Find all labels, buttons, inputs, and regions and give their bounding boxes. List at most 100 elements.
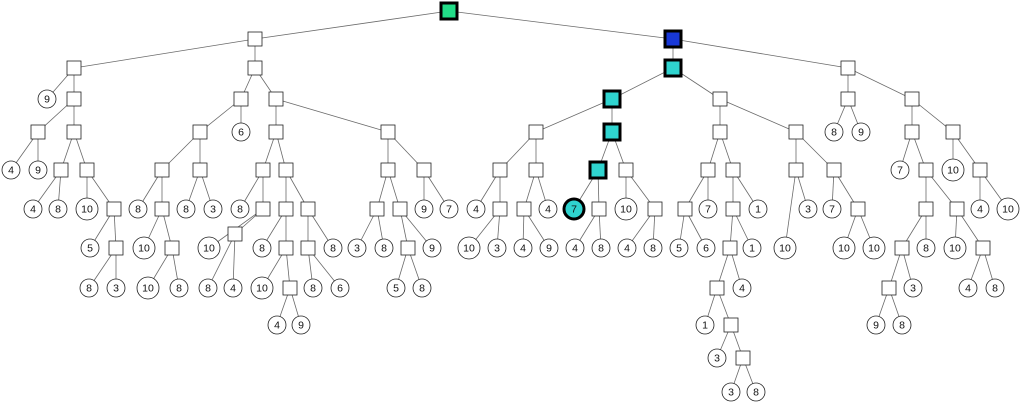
circle-shape [230, 199, 250, 219]
square-shape [268, 91, 284, 107]
leaf-node: 3 [707, 348, 727, 368]
circle-shape [890, 160, 910, 180]
leaf-node: 4 [732, 278, 752, 298]
internal-node [850, 201, 866, 217]
square-shape [894, 240, 910, 256]
square-shape [722, 240, 738, 256]
leaf-node: 8 [824, 122, 844, 142]
leaf-value: 3 [494, 243, 500, 255]
internal-node [400, 240, 416, 256]
internal-node [154, 162, 170, 178]
leaf-node: 9 [414, 199, 434, 219]
square-shape [255, 201, 271, 217]
internal-node [369, 201, 385, 217]
leaf-node: 1 [748, 199, 768, 219]
leaf-value: 4 [624, 243, 630, 255]
leaf-node: 8 [198, 278, 218, 298]
leaf-value: 9 [421, 204, 427, 216]
highlighted-square-shape [602, 122, 622, 142]
internal-node [904, 91, 920, 107]
path-node [602, 89, 622, 109]
internal-node [247, 60, 263, 76]
leaf-value: 7 [571, 204, 577, 216]
internal-node [492, 201, 508, 217]
leaf-value: 7 [897, 165, 903, 177]
circle-shape [37, 89, 57, 109]
leaf-node: 8 [374, 238, 394, 258]
internal-node [255, 201, 271, 217]
leaf-node: 10 [943, 236, 967, 260]
square-shape [108, 240, 124, 256]
tree-edge [672, 38, 849, 69]
circle-shape [198, 278, 218, 298]
leaf-value: 3 [354, 243, 360, 255]
leaf-node: 4 [23, 199, 43, 219]
leaf-node: 9 [422, 238, 442, 258]
square-shape [788, 124, 804, 140]
highlighted-square-shape [602, 89, 622, 109]
circle-shape [941, 158, 965, 182]
leaf-node: 5 [669, 238, 689, 258]
leaf-value: 3 [910, 283, 916, 295]
internal-node [233, 91, 249, 107]
leaf-value: 4 [8, 165, 14, 177]
leaf-node: 8 [985, 278, 1005, 298]
leaf-value: 6 [238, 127, 244, 139]
square-shape [840, 60, 856, 76]
leaf-node: 8 [643, 238, 663, 258]
leaf-value: 8 [86, 283, 92, 295]
root-node [439, 1, 459, 21]
internal-node [268, 124, 284, 140]
leaf-value: 7 [705, 204, 711, 216]
circle-shape [824, 122, 844, 142]
leaf-value: 8 [310, 283, 316, 295]
internal-node [79, 162, 95, 178]
internal-node [268, 91, 284, 107]
internal-node [712, 124, 728, 140]
leaf-node: 8 [79, 278, 99, 298]
circle-shape [231, 122, 251, 142]
internal-node [528, 162, 544, 178]
tree-edge [719, 98, 797, 133]
circle-shape [374, 238, 394, 258]
leaf-value: 4 [230, 283, 236, 295]
leaf-value: 4 [30, 204, 36, 216]
internal-node [278, 240, 294, 256]
square-shape [154, 201, 170, 217]
leaf-node: 8 [323, 238, 343, 258]
internal-node [53, 162, 69, 178]
leaf-value: 4 [520, 243, 526, 255]
tree-edge [73, 38, 256, 69]
leaf-value: 8 [381, 243, 387, 255]
internal-node [278, 162, 294, 178]
leaf-node: 4 [267, 315, 287, 335]
leaf-value: 6 [337, 283, 343, 295]
leaf-node: 6 [231, 122, 251, 142]
leaf-value: 4 [965, 283, 971, 295]
leaf-node: 8 [303, 278, 323, 298]
circle-shape [958, 278, 978, 298]
circle-shape [721, 382, 741, 402]
leaf-value: 3 [714, 353, 720, 365]
circle-shape [643, 238, 663, 258]
circle-shape [466, 199, 486, 219]
internal-node [788, 124, 804, 140]
circle-shape [303, 278, 323, 298]
internal-node [30, 124, 46, 140]
internal-node [723, 317, 739, 333]
leaf-node: 9 [539, 238, 559, 258]
leaf-value: 8 [176, 283, 182, 295]
leaf-node: 4 [538, 199, 558, 219]
highlighted-square-shape [439, 1, 459, 21]
circle-shape [832, 236, 856, 260]
internal-node [416, 162, 432, 178]
internal-node [972, 162, 988, 178]
circle-shape [614, 197, 638, 221]
leaf-value: 3 [728, 387, 734, 399]
internal-node [725, 201, 741, 217]
square-shape [380, 162, 396, 178]
square-shape [725, 162, 741, 178]
circle-shape [487, 238, 507, 258]
square-shape [369, 201, 385, 217]
